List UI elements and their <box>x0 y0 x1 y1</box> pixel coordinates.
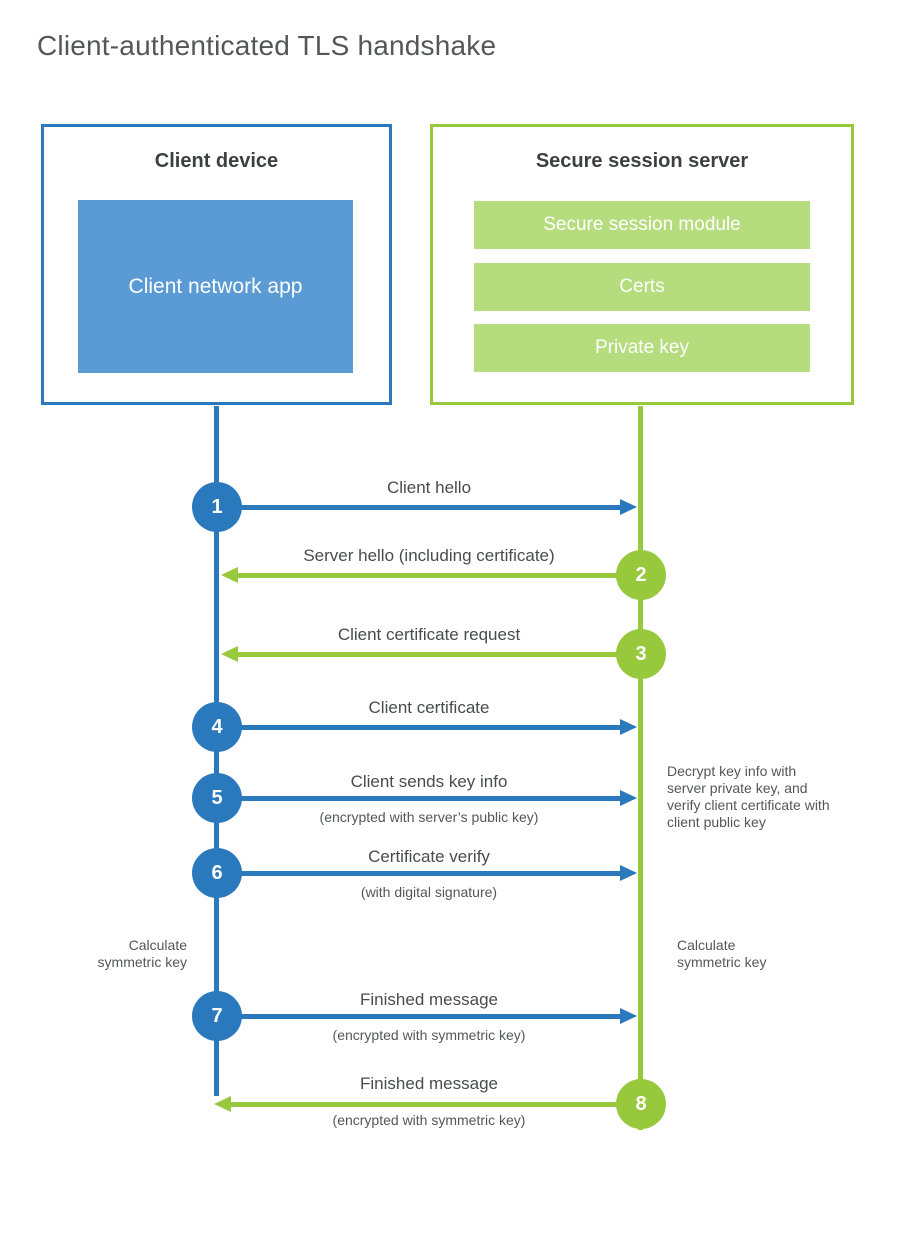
step-1-arrow-right <box>217 499 637 515</box>
client-network-app-label: Client network app <box>128 275 303 298</box>
client-network-app-box: Client network app <box>78 200 353 373</box>
server-lifeline <box>638 406 643 1130</box>
step-8-sublabel: (encrypted with symmetric key) <box>332 1112 526 1128</box>
step-1-label: Client hello <box>386 478 472 497</box>
step-4-circle: 4 <box>192 702 242 752</box>
step-6-arrow-right <box>217 865 637 881</box>
step-4-arrow-right <box>217 719 637 735</box>
step-7-label: Finished message <box>360 990 498 1009</box>
calculate-symmetric-key-note-client: Calculate symmetric key <box>97 937 187 970</box>
step-5-sublabel: (encrypted with server’s public key) <box>319 809 539 825</box>
step-8-arrow-left <box>214 1096 641 1112</box>
step-1-circle: 1 <box>192 482 242 532</box>
decrypt-key-info-note: Decrypt key info with server private key… <box>667 763 830 830</box>
step-6-label: Certificate verify <box>368 847 490 866</box>
step-2-label: Server hello (including certificate) <box>303 546 555 565</box>
step-7-circle: 7 <box>192 991 242 1041</box>
page-title: Client-authenticated TLS handshake <box>37 30 497 61</box>
step-2-arrow-left <box>221 567 641 583</box>
step-6-sublabel: (with digital signature) <box>360 884 498 900</box>
step-5-circle: 5 <box>192 773 242 823</box>
step-5-arrow-right <box>217 790 637 806</box>
step-3-arrow-left <box>221 646 641 662</box>
step-3-label: Client certificate request <box>337 625 521 644</box>
step-6-circle: 6 <box>192 848 242 898</box>
step-5-label: Client sends key info <box>350 772 508 791</box>
secure-session-server-title: Secure session server <box>535 150 749 172</box>
step-8-label: Finished message <box>360 1074 498 1093</box>
server-module-certs: Certs <box>474 263 810 311</box>
server-module-secure-session-module: Secure session module <box>474 201 810 249</box>
step-3-circle: 3 <box>616 629 666 679</box>
step-2-circle: 2 <box>616 550 666 600</box>
step-7-sublabel: (encrypted with symmetric key) <box>332 1027 526 1043</box>
step-4-label: Client certificate <box>368 698 490 717</box>
step-8-circle: 8 <box>616 1079 666 1129</box>
server-module-private-key: Private key <box>474 324 810 372</box>
calculate-symmetric-key-note-server: Calculate symmetric key <box>677 937 767 970</box>
client-device-title: Client device <box>154 150 279 172</box>
step-7-arrow-right <box>217 1008 637 1024</box>
